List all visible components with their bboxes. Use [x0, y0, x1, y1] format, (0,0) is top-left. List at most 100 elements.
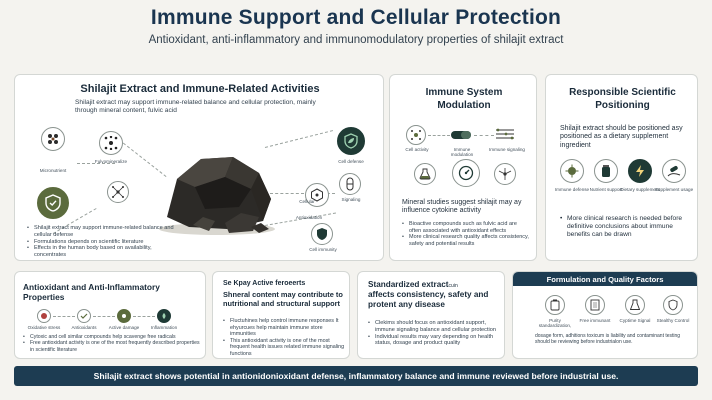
shield-check-icon: [37, 187, 69, 219]
card-antioxidant: Antioxidant and Anti-Inflammatory Proper…: [14, 271, 206, 359]
capsule-bottle-icon: [594, 159, 618, 183]
card-formulation-note: dosage form, adhitions toxicum is liabil…: [535, 333, 681, 345]
card-standardized-bullets: Clekims should focus on antioxidant supp…: [368, 320, 502, 347]
document-icon: [585, 295, 605, 315]
antiox-flow-label: Antioxidants: [71, 325, 97, 330]
card-standardized-title-line3: protent any disease: [368, 299, 445, 309]
capsule-icon: [451, 131, 471, 139]
connector: [77, 163, 115, 164]
card-modulation-bullets: Bioactive compounds such as fulvic acid …: [402, 221, 530, 248]
molecule-icon: [305, 183, 329, 207]
card-positioning-title-line2: Positioning: [595, 99, 650, 111]
list-item: Bioactive compounds such as fulvic acid …: [402, 221, 530, 234]
connector: [133, 316, 155, 317]
page-subtitle: Antioxidant, anti-inflammatory and immun…: [148, 34, 564, 46]
flow-label: Immune signaling: [488, 147, 525, 152]
mineral-dots-icon: [41, 127, 65, 151]
card-standardized-title: Standardized extractcuin affects consist…: [368, 280, 502, 310]
card-modulation-title-line1: Immune System: [425, 87, 503, 98]
cell-label: Cell defense: [338, 159, 364, 164]
flow-label: Immune modulation: [450, 147, 474, 158]
formulation-icon-label: Free immunant: [579, 318, 611, 323]
list-item: Formulations depends on scientific liter…: [27, 239, 182, 246]
formulation-icon-label: Stealthy Control: [656, 318, 690, 323]
card-formulation: Formulation and Quality Factors Purity s…: [512, 271, 698, 359]
card-modulation: Immune System Modulation Cell activity I…: [389, 74, 537, 261]
list-item: More clinical research quality affects c…: [402, 234, 530, 247]
lightning-icon: [628, 159, 652, 183]
card-standardized: Standardized extractcuin affects consist…: [357, 271, 505, 359]
position-icon-label: Supplement usage: [654, 187, 694, 192]
list-item: Cytoxic and cell similar compounds help …: [23, 334, 201, 341]
purity-icon: [545, 295, 565, 315]
card-modulation-title-line2: Modulation: [437, 99, 491, 111]
position-icon-label: Immune defense: [554, 187, 590, 192]
cell-network-icon: [406, 125, 426, 145]
pill-hand-icon: [662, 159, 686, 183]
formulation-icon-label: Purity standardization,: [538, 318, 572, 329]
card-extract-bullets: Shilajit extract may support immune-rela…: [27, 225, 182, 259]
connector: [270, 193, 335, 194]
card-antioxidant-title-line1: Antioxidant and Anti-Inflammatory: [23, 282, 160, 292]
page-title: Immune Support and Cellular Protection: [150, 6, 562, 29]
bacteria-icon: [560, 159, 584, 183]
list-item: Fluctuhines help control immune response…: [223, 318, 347, 338]
card-standardized-title-line1: Standardized extract: [368, 280, 449, 289]
connector: [93, 316, 115, 317]
inflammation-icon: [157, 309, 171, 323]
antioxidant-leaf-icon: [337, 127, 365, 155]
card-active: Se Kpay Active feroeerts Shneral content…: [212, 271, 350, 359]
header: Immune Support and Cellular Protection A…: [0, 6, 712, 46]
network-icon: [107, 181, 129, 203]
card-extract-title: Shilajit Extract and Immune-Related Acti…: [80, 83, 320, 95]
fulvic-label: Fulvomineralize: [94, 159, 128, 164]
position-icon-label: Nutrient support: [589, 187, 623, 192]
card-active-title-line2: Shneral content may contribute to nutrit…: [223, 290, 343, 308]
position-icon-label: Dietary supplement: [620, 187, 660, 192]
card-antioxidant-title-line2: Properties: [23, 292, 65, 303]
connector: [474, 135, 494, 136]
card-extract: Shilajit Extract and Immune-Related Acti…: [14, 74, 384, 261]
oxidative-stress-icon: [37, 309, 51, 323]
card-active-title-line1: Se Kpay Active feroeerts: [223, 280, 306, 287]
antioxidant-icon: [77, 309, 91, 323]
flask-icon: [414, 163, 436, 185]
defense-shield-icon: [311, 223, 333, 245]
shilajit-rock-image: [159, 157, 275, 235]
defense-label: Cell immunity: [309, 247, 337, 252]
antioxidant-label: Antioxidation: [295, 215, 323, 220]
connector: [428, 135, 450, 136]
signal-bars-icon: [496, 128, 514, 140]
capsule-icon: [339, 173, 361, 195]
formulation-icon-label: Cyptime Signal: [619, 318, 651, 323]
list-item: More clinical research is needed before …: [560, 215, 692, 239]
antiox-flow-label: Active damage: [108, 325, 140, 330]
footer-banner: Shilajit extract shows potential in anti…: [14, 366, 698, 386]
shield-control-icon: [663, 295, 683, 315]
list-item: Free antioxidant activity is one of the …: [23, 340, 201, 353]
card-standardized-title-line2: affects consistency, safety and: [368, 289, 489, 299]
card-formulation-title: Formulation and Quality Factors: [513, 272, 697, 286]
list-item: Effects in the human body based on avail…: [27, 245, 182, 259]
gauge-icon: [452, 159, 480, 187]
card-active-bullets: Fluctuhines help control immune response…: [223, 318, 347, 358]
card-antioxidant-bullets: Cytoxic and cell similar compounds help …: [23, 334, 201, 353]
network-node-icon: [494, 163, 516, 185]
connector: [264, 130, 334, 148]
card-modulation-summary: Mineral studies suggest shilajit may ay …: [402, 199, 522, 215]
card-standardized-title-suffix: cuin: [448, 283, 458, 289]
card-extract-intro: Shilajit extract may support immune-rela…: [75, 99, 316, 114]
card-positioning-summary: Shilajit extract should be positioned as…: [560, 125, 683, 149]
mineral-label: Micronutrient: [39, 168, 67, 173]
antiox-flow-label: Oxidative stress: [27, 325, 61, 330]
signaling-label: Signaling: [341, 197, 361, 202]
list-item: Individual results may vary depending on…: [368, 334, 502, 348]
antiox-flow-label: Inflammation: [150, 325, 178, 330]
connector: [53, 316, 75, 317]
card-positioning-title-line1: Responsible Scientific: [569, 87, 676, 98]
card-positioning: Responsible Scientific Positioning Shila…: [545, 74, 698, 261]
list-item: Shilajit extract may support immune-rela…: [27, 225, 182, 239]
card-positioning-title: Responsible Scientific Positioning: [546, 87, 697, 112]
card-positioning-bullets: More clinical research is needed before …: [560, 215, 692, 239]
card-antioxidant-title: Antioxidant and Anti-Inflammatory Proper…: [23, 282, 203, 302]
